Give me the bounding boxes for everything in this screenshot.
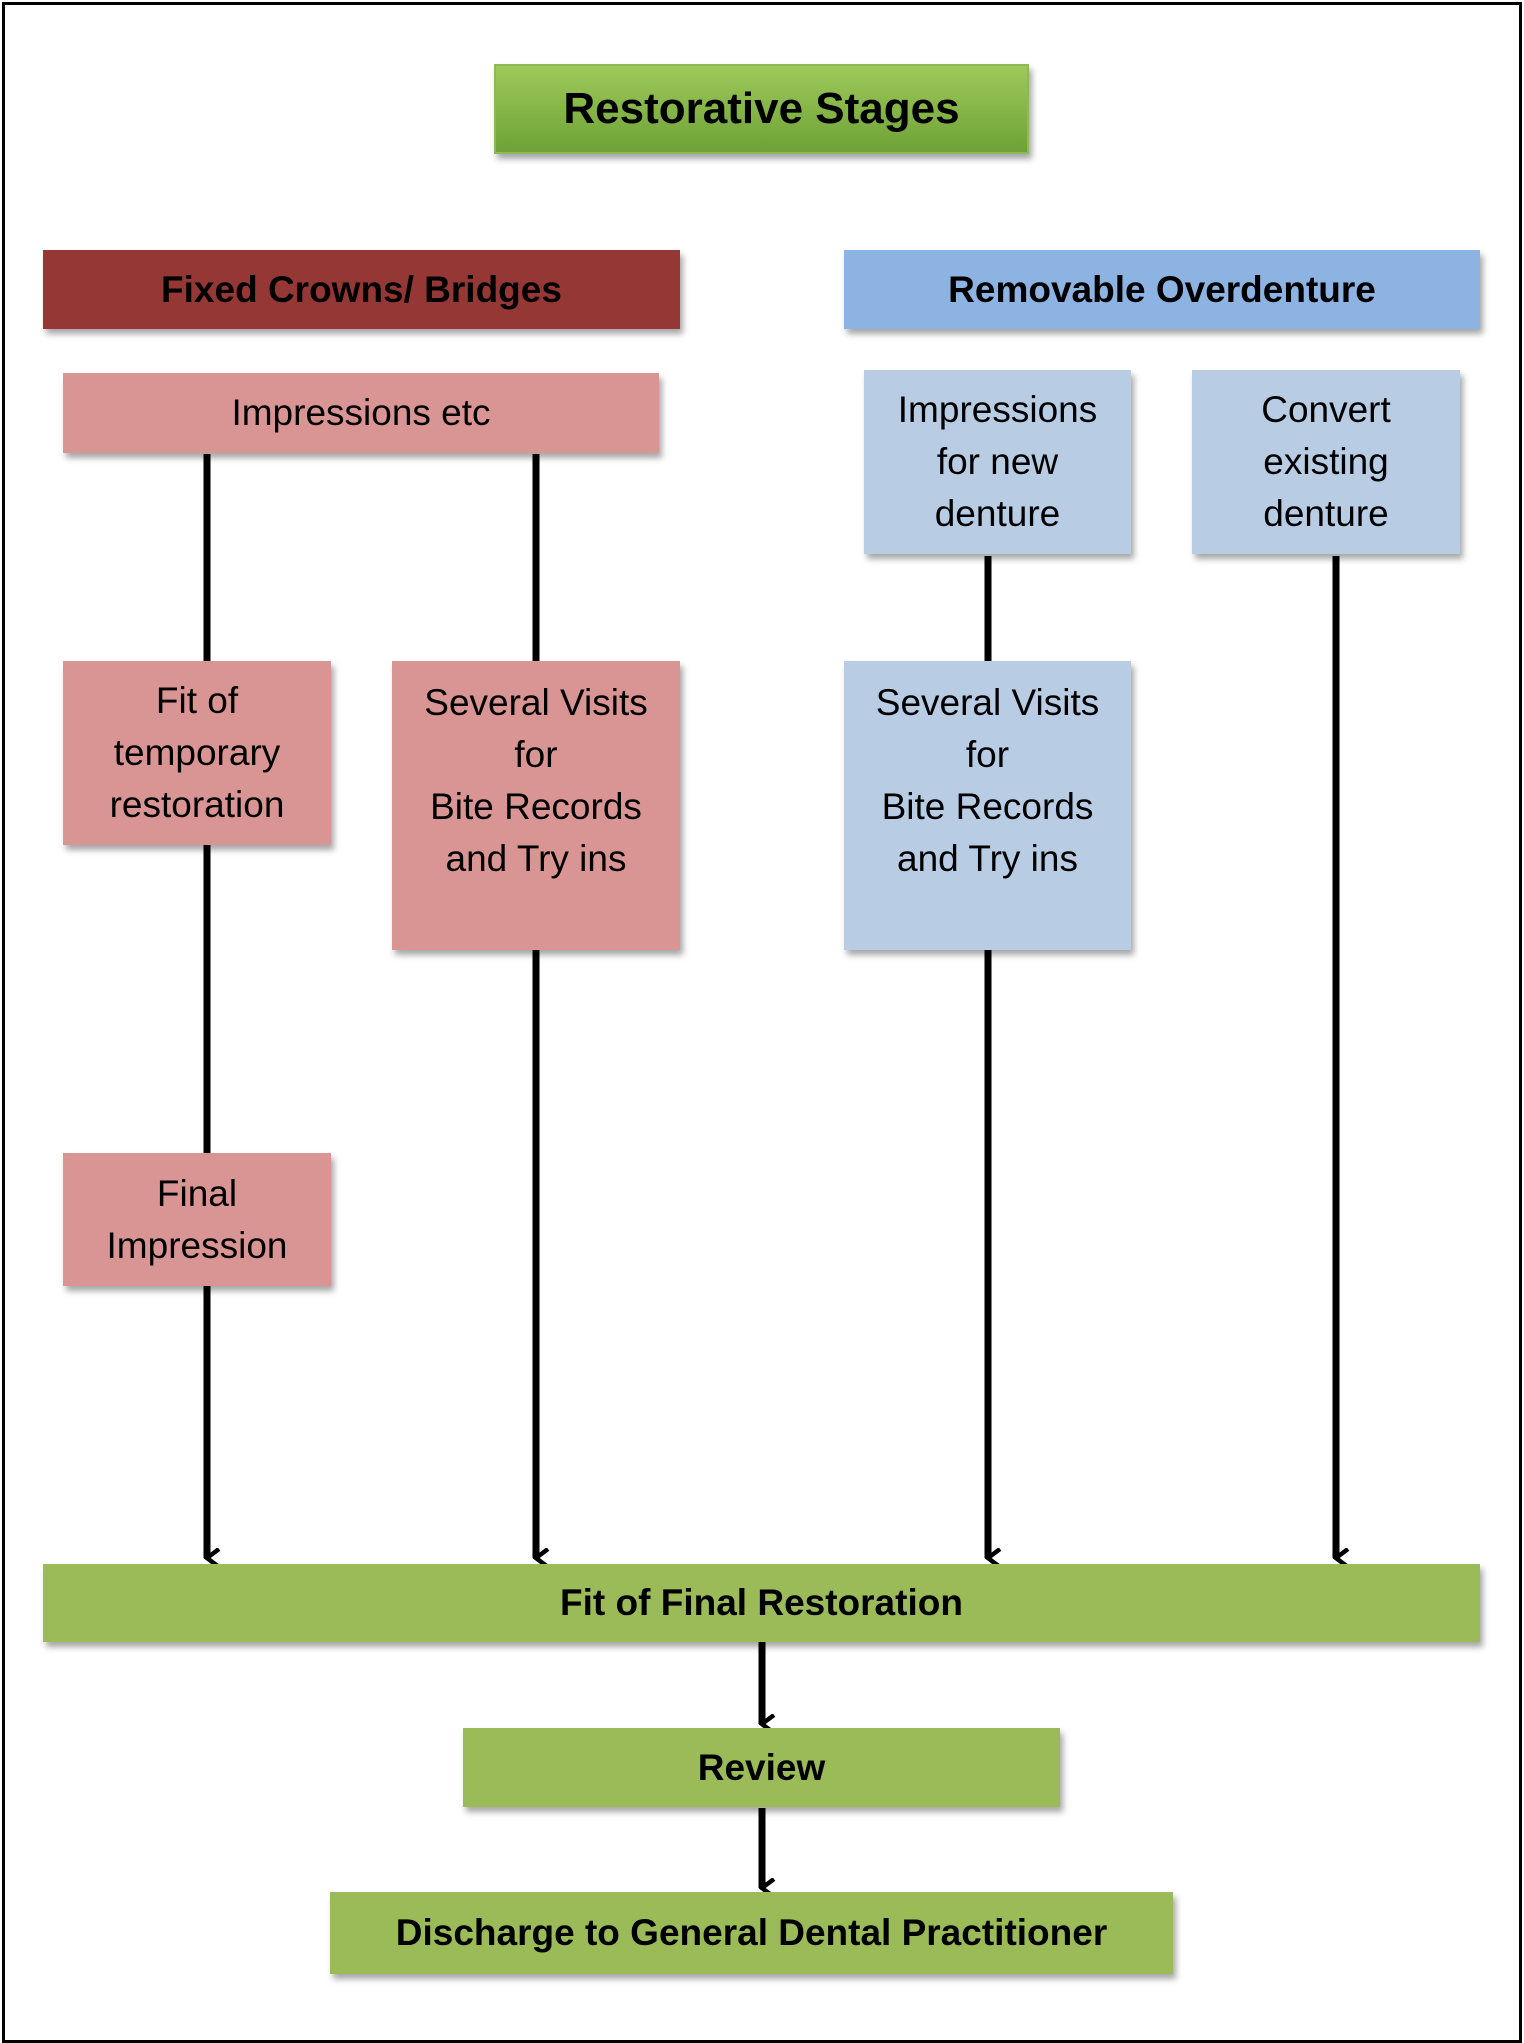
- fit-temporary-restoration-box: Fit of temporary restoration: [63, 661, 331, 845]
- convert-existing-denture-box: Convert existing denture: [1192, 370, 1460, 554]
- removable-overdenture-header: Removable Overdenture: [844, 250, 1480, 329]
- fit-final-restoration-box: Fit of Final Restoration: [43, 1564, 1480, 1642]
- impressions-new-denture-box: Impressions for new denture: [864, 370, 1131, 554]
- removable-several-visits-box: Several Visits for Bite Records and Try …: [844, 661, 1131, 950]
- diagram-title: Restorative Stages: [494, 64, 1029, 154]
- discharge-box: Discharge to General Dental Practitioner: [330, 1892, 1173, 1974]
- impressions-etc-box: Impressions etc: [63, 373, 659, 453]
- review-box: Review: [463, 1728, 1060, 1807]
- fixed-crowns-header: Fixed Crowns/ Bridges: [43, 250, 680, 329]
- fixed-several-visits-box: Several Visits for Bite Records and Try …: [392, 661, 680, 950]
- final-impression-box: Final Impression: [63, 1153, 331, 1286]
